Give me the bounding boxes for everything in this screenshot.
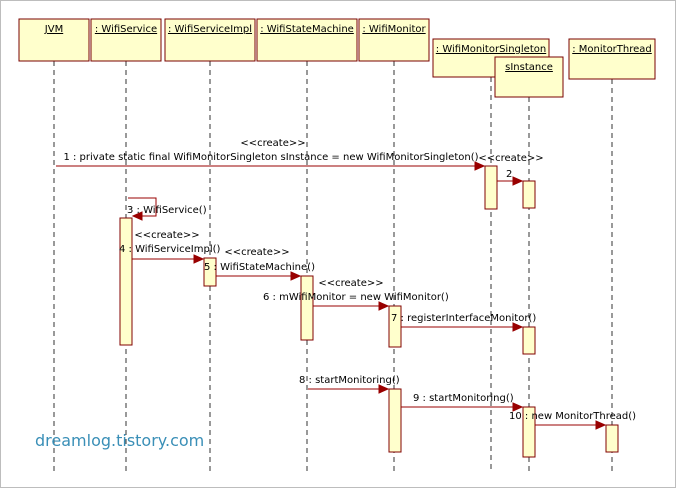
participant-label-monitorthread: : MonitorThread: [572, 44, 652, 55]
participant-label-wifiservice: : WifiService: [95, 24, 157, 35]
participant-label-wifistatemachine: : WifiStateMachine: [260, 24, 354, 35]
stereotype-label-m5: <<create>>: [224, 247, 289, 258]
participant-box-wifiserviceimpl: [164, 18, 256, 62]
participant-label-wifimonitor: : WifiMonitor: [362, 24, 426, 35]
participant-label-sinstance: sInstance: [505, 62, 553, 73]
message-m6-arrowhead: [378, 301, 390, 311]
watermark-text: dreamlog.tistory.com: [35, 431, 205, 450]
act-wifiservice: [119, 217, 133, 346]
message-m4-arrowhead: [193, 254, 205, 264]
participant-box-wifistatemachine: [256, 18, 358, 62]
message-m10-arrowhead: [595, 420, 607, 430]
message-label-m1: 1 : private static final WifiMonitorSing…: [63, 152, 478, 163]
message-m9-arrowhead: [512, 402, 524, 412]
participant-box-jvm: [18, 18, 90, 62]
message-m5-arrowhead: [290, 271, 302, 281]
message-label-m8: 8 : startMonitoring(): [299, 375, 400, 386]
act-sinstance-3: [522, 406, 536, 458]
message-m2-arrowhead: [512, 176, 524, 186]
message-label-m2: 2: [506, 169, 512, 180]
participant-box-wifiservice: [90, 18, 162, 62]
message-label-m3: 3 : WifiService(): [127, 205, 207, 216]
participant-label-wifimonitorsingleton: : WifiMonitorSingleton: [436, 44, 546, 55]
message-label-m4: 4 : WifiServiceImpl(): [119, 244, 221, 255]
message-label-m10: 10 : new MonitorThread(): [509, 411, 636, 422]
message-m3-line: [128, 197, 157, 217]
act-wifimonitor-2: [388, 388, 402, 453]
stereotype-label-m1: <<create>>: [240, 138, 305, 149]
participant-label-jvm: JVM: [44, 24, 63, 35]
message-m8-arrowhead: [378, 384, 390, 394]
participant-box-monitorthread: [568, 38, 656, 80]
act-wifistatemachine: [300, 275, 314, 341]
message-m3-arrowhead: [131, 211, 143, 221]
message-label-m7: 7 : registerInterfaceMonitor(): [391, 313, 536, 324]
stereotype-label-m4: <<create>>: [134, 230, 199, 241]
stereotype-label-m2: <<create>>: [478, 153, 543, 164]
act-wifiserviceimpl: [203, 257, 217, 287]
participant-box-wifimonitor: [358, 18, 430, 62]
participant-box-sinstance: [494, 56, 564, 98]
act-monitorthread: [605, 424, 619, 453]
message-label-m5: 5 : WifiStateMachine(): [204, 262, 315, 273]
message-m7-arrowhead: [512, 322, 524, 332]
act-wifimonitorsingleton: [484, 165, 498, 210]
stereotype-label-m6: <<create>>: [318, 278, 383, 289]
message-label-m9: 9 : startMonitoring(): [413, 393, 514, 404]
message-label-m6: 6 : mWifiMonitor = new WifiMonitor(): [263, 292, 449, 303]
message-m1-arrowhead: [474, 161, 486, 171]
act-sinstance-2: [522, 326, 536, 355]
participant-label-wifiserviceimpl: : WifiServiceImpl: [168, 24, 252, 35]
act-sinstance-1: [522, 180, 536, 209]
